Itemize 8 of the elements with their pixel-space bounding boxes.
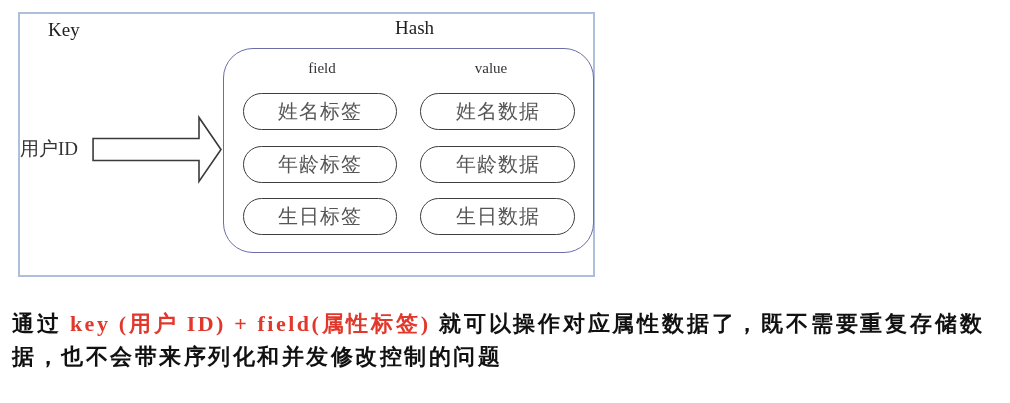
diagram-frame xyxy=(18,12,595,277)
column-header: value xyxy=(474,60,508,77)
column-header: field xyxy=(308,60,336,77)
block-arrow xyxy=(92,114,222,185)
caption-text: 通过 key (用户 ID) + field(属性标签) 就可以操作对应属性数据了，既不需要重复存储数据，也不会带来序列化和并发修改控制的问题 xyxy=(12,310,984,371)
section-heading: Key xyxy=(48,20,80,41)
key-label: 用户ID xyxy=(20,139,79,160)
section-heading: Hash xyxy=(395,18,435,39)
